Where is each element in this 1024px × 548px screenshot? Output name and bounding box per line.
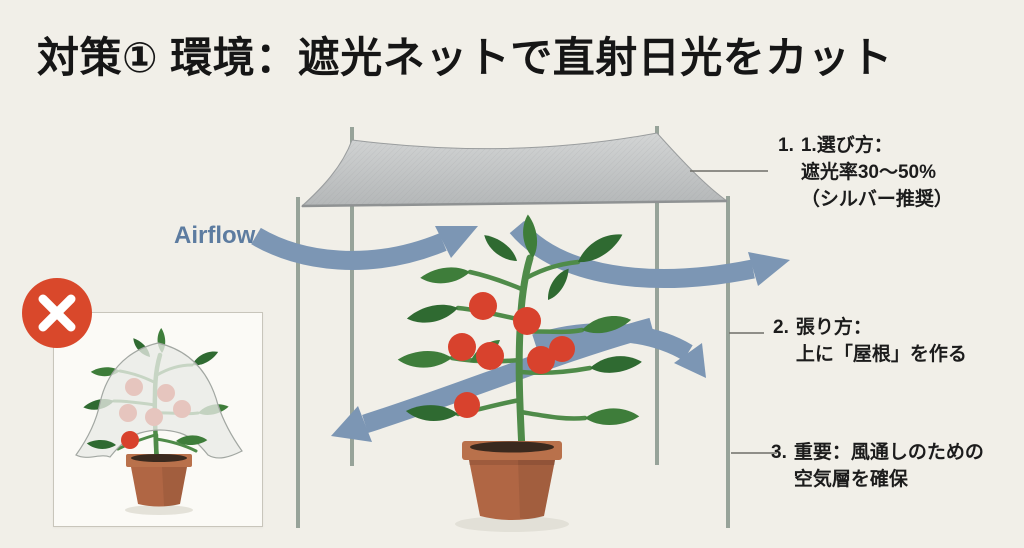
tomato <box>476 342 504 370</box>
pot-shadow <box>455 516 569 532</box>
annotation-line: （シルバー推奨） <box>800 188 953 210</box>
tomato <box>469 292 497 320</box>
annotation-number: 1. <box>778 135 794 156</box>
annotation-number: 2. <box>773 317 789 338</box>
bad-example-panel <box>53 312 263 527</box>
tomato <box>448 333 476 361</box>
annotation-item-3: 3. 重要：風通しのための 空気層を確保 <box>771 440 984 494</box>
annotation-item-1: 1. 1.選び方： 遮光率30～50% （シルバー推奨） <box>778 133 953 214</box>
plant-pot <box>462 441 562 520</box>
tomato <box>549 336 575 362</box>
leader-lines <box>690 170 777 454</box>
annotation-item-2: 2. 張り方： 上に「屋根」を作る <box>773 315 967 369</box>
tomato <box>454 392 480 418</box>
airflow-arrow-4 <box>331 317 655 442</box>
annotation-line: 上に「屋根」を作る <box>795 343 967 365</box>
annotation-line: 張り方： <box>795 317 872 338</box>
tomatoes <box>448 292 575 418</box>
covered-plant-pot <box>126 454 192 507</box>
airflow-label: Airflow <box>174 222 256 249</box>
tomato <box>527 346 555 374</box>
error-x-icon <box>21 277 93 349</box>
tomato-plant <box>397 214 643 532</box>
shade-net-canopy <box>300 132 729 208</box>
annotation-number: 3. <box>771 442 787 463</box>
tomato <box>513 307 541 335</box>
annotation-line: 遮光率30～50% <box>800 161 937 183</box>
tomato <box>121 431 139 449</box>
annotation-line: 重要：風通しのための <box>793 442 984 463</box>
draped-net-cloth <box>75 342 243 459</box>
page-title: 対策① 環境：遮光ネットで直射日光をカット <box>37 34 893 81</box>
annotation-line: 1.選び方： <box>800 135 893 156</box>
covered-plant-illustration <box>75 327 243 515</box>
airflow-arrow-1 <box>251 226 478 270</box>
annotation-line: 空気層を確保 <box>793 468 908 490</box>
